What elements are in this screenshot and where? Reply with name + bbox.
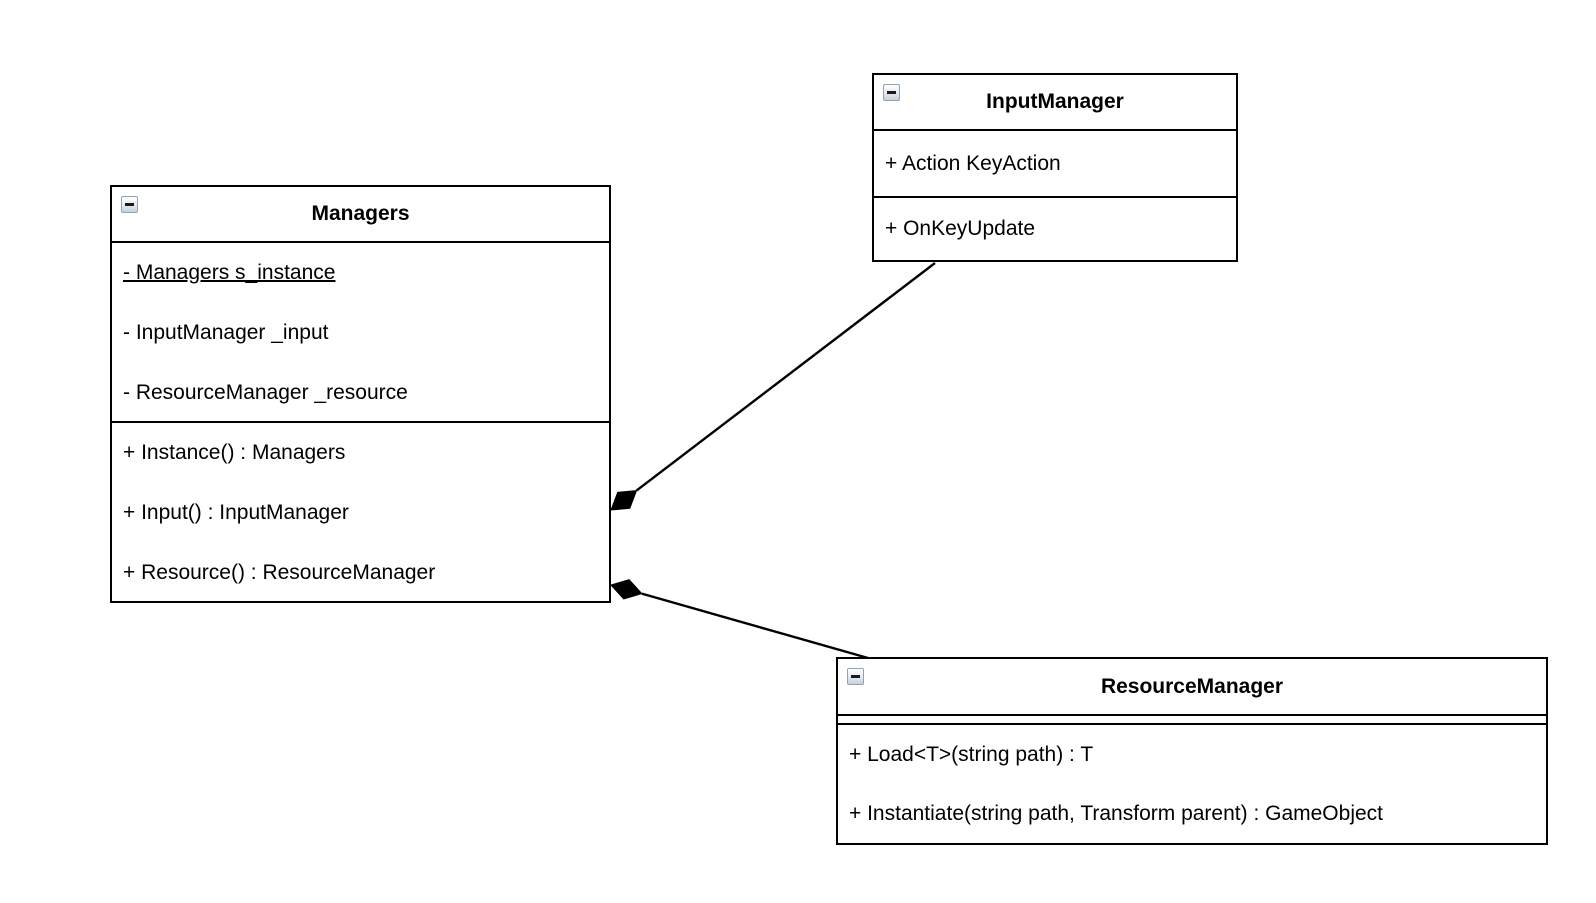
class-title: ResourceManager: [1100, 674, 1284, 698]
field-row: - InputManager _input: [123, 321, 329, 344]
methods-compartment: + Instance() : Managers + Input() : Inpu…: [112, 423, 609, 605]
class-title: Managers: [311, 202, 410, 225]
minus-icon: [887, 91, 896, 94]
fields-compartment-empty: [838, 716, 1546, 725]
method-row: + OnKeyUpdate: [885, 217, 1036, 240]
method-row: + Instantiate(string path, Transform par…: [849, 802, 1383, 825]
class-header: InputManager: [874, 75, 1236, 131]
fields-compartment: + Action KeyAction: [874, 131, 1236, 198]
field-row: - Managers s_instance: [123, 261, 336, 284]
composition-diamond-icon: [610, 490, 638, 511]
methods-compartment: + Load<T>(string path) : T + Instantiate…: [838, 725, 1546, 843]
composition-connector-managers-resourcemanager: [610, 579, 876, 662]
method-row: + Instance() : Managers: [123, 441, 346, 464]
class-header: Managers: [112, 187, 609, 243]
method-row: + Resource() : ResourceManager: [123, 561, 436, 584]
class-box-managers[interactable]: Managers - Managers s_instance - InputMa…: [110, 185, 611, 603]
field-row: + Action KeyAction: [885, 152, 1061, 175]
fields-compartment: - Managers s_instance - InputManager _in…: [112, 243, 609, 423]
method-row: + Input() : InputManager: [123, 501, 349, 524]
collapse-button[interactable]: [883, 84, 900, 101]
connector-line: [641, 592, 876, 662]
methods-compartment: + OnKeyUpdate: [874, 198, 1236, 260]
class-box-inputmanager[interactable]: InputManager + Action KeyAction + OnKeyU…: [872, 73, 1238, 262]
class-box-resourcemanager[interactable]: ResourceManager + Load<T>(string path) :…: [836, 657, 1548, 845]
minus-icon: [125, 203, 134, 206]
composition-diamond-icon: [610, 579, 643, 600]
field-row: - ResourceManager _resource: [123, 381, 408, 404]
collapse-button[interactable]: [847, 668, 864, 685]
composition-connector-managers-inputmanager: [610, 262, 936, 511]
collapse-button[interactable]: [121, 196, 138, 213]
minus-icon: [851, 675, 860, 678]
class-title: InputManager: [986, 90, 1124, 113]
class-header: ResourceManager: [838, 659, 1546, 716]
connector-line: [635, 262, 936, 492]
method-row: + Load<T>(string path) : T: [849, 743, 1094, 766]
